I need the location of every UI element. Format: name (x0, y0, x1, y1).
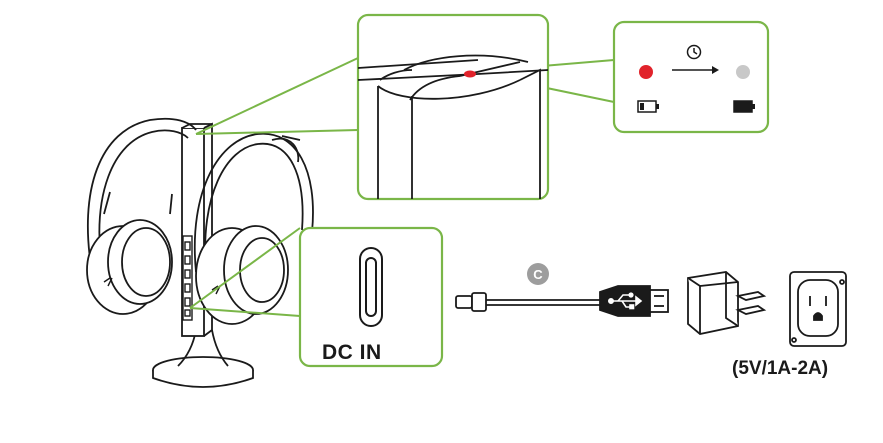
stand-port-panel (182, 235, 193, 321)
wall-outlet (789, 271, 847, 347)
wall-adapter (687, 271, 767, 335)
led-grey-dot (736, 65, 750, 79)
battery-low-icon (637, 100, 659, 113)
usb-icon (607, 292, 643, 310)
led-status-callout (612, 20, 770, 134)
led-red-dot (639, 65, 653, 79)
dc-in-callout (298, 226, 444, 368)
usb-c-port-icon (359, 247, 383, 327)
power-spec-label: (5V/1A-2A) (732, 358, 829, 379)
usb-c-plug (455, 295, 473, 309)
dc-in-label: DC IN (322, 341, 382, 364)
led-indicator (464, 70, 476, 78)
headphone-left (86, 117, 197, 315)
clock-icon (686, 44, 702, 60)
stand-top-callout (356, 13, 550, 201)
usb-a-plug (649, 289, 669, 313)
step-badge: C (527, 263, 549, 285)
battery-full-icon (733, 100, 755, 113)
arrow-right-icon (672, 66, 719, 74)
